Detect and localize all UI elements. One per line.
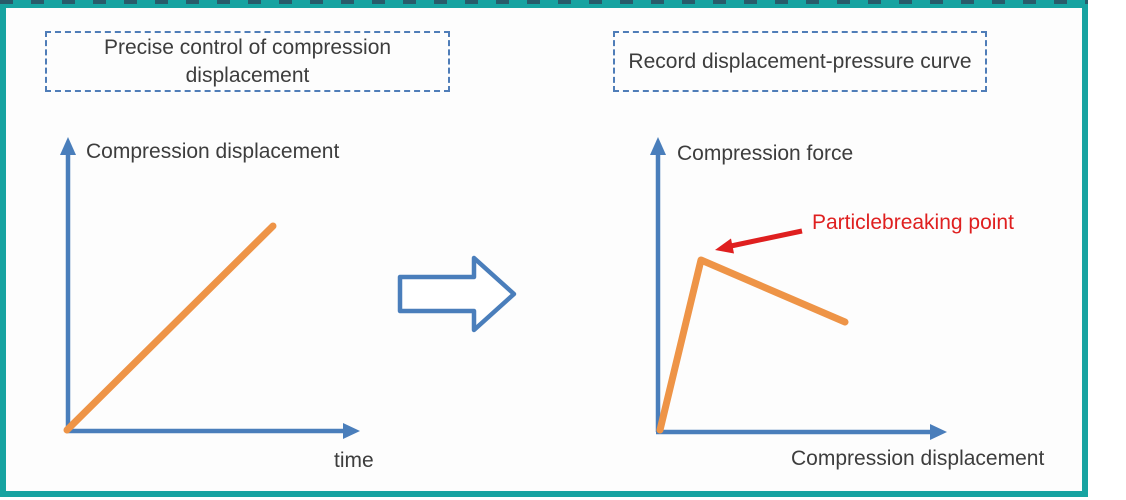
left-y-axis-label: Compression displacement: [86, 140, 340, 163]
right-caption-box: Record displacement-pressure curve: [613, 31, 987, 92]
right-x-axis-label: Compression displacement: [791, 447, 1045, 470]
left-caption-box: Precise control of compression displacem…: [45, 31, 450, 92]
particle-breaking-point-annotation: Particlebreaking point: [812, 211, 1014, 234]
top-dashed-line: [0, 0, 1088, 4]
left-caption-text: Precise control of compression displacem…: [103, 35, 392, 87]
right-caption-text: Record displacement-pressure curve: [628, 49, 972, 73]
left-x-axis-label: time: [334, 449, 374, 472]
right-y-axis-label: Compression force: [677, 142, 854, 165]
